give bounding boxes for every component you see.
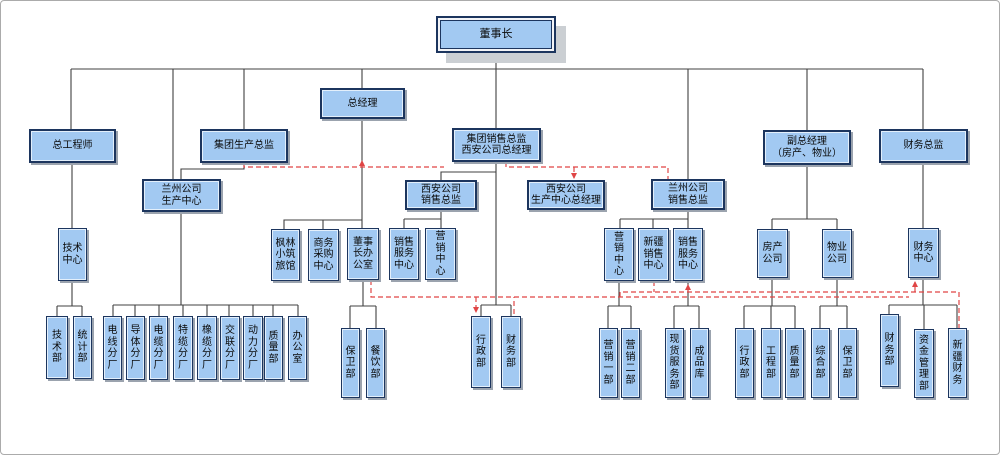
org-box-chief-engineer: 总工程师 [29, 129, 116, 163]
red-arrowhead-up [912, 281, 918, 287]
org-box-cable-branch: 电 缆 分 厂 [149, 316, 168, 380]
org-box-xinjiang-sales-center: 新疆 销售 中心 [638, 228, 669, 281]
org-box-group-sales-director: 集团销售总监 西安公司总经理 [452, 128, 541, 162]
org-box-office-lanzhou: 办 公 室 [288, 316, 307, 380]
org-box-lanzhou-sales-director: 兰州公司 销售总监 [651, 179, 725, 210]
org-box-general-manager: 总经理 [320, 88, 405, 119]
org-box-marketing-dept-2: 营 销 二 部 [621, 328, 640, 398]
org-box-special-cable-branch: 特 缆 分 厂 [173, 316, 193, 380]
org-box-property-company: 物业 公司 [822, 229, 852, 278]
org-box-sales-service-center-lanzhou: 销售 服务 中心 [673, 228, 703, 281]
org-box-marketing-dept-1: 营 销 一 部 [599, 328, 618, 398]
dashed-connector [505, 162, 669, 179]
org-box-power-branch: 动 力 分 厂 [243, 316, 263, 380]
org-box-quality-dept-realestate: 质 量 部 [785, 328, 804, 398]
org-box-marketing-center-xian: 营 销 中 心 [425, 228, 456, 280]
org-box-rubber-cable-branch: 橡 缆 分 厂 [197, 316, 217, 380]
org-box-quality-dept-lanzhou: 质 量 部 [264, 316, 283, 380]
org-box-general-affairs-dept: 综 合 部 [811, 328, 830, 398]
org-box-finished-goods-warehouse: 成 品 库 [690, 328, 709, 398]
org-box-lanzhou-production-center: 兰州公司 生产中心 [142, 179, 221, 212]
org-box-finance-dept-center: 财 务 部 [880, 314, 899, 387]
org-box-chairman-office: 董事 长办 公室 [347, 228, 379, 280]
org-box-fenglin-xiaozhu-inn: 枫林 小筑 旅馆 [271, 229, 300, 281]
org-box-marketing-center-lanzhou: 营 销 中 心 [604, 228, 634, 281]
org-box-statistics-dept: 统 计 部 [73, 316, 92, 379]
org-box-engineering-dept: 工 程 部 [761, 328, 781, 398]
org-box-business-procurement-center: 商务 采购 中心 [308, 229, 339, 281]
org-box-tech-center: 技术 中心 [58, 228, 87, 281]
solid-connector [180, 163, 245, 179]
red-arrowhead-up [685, 284, 691, 290]
org-box-finance-director: 财务总监 [879, 129, 968, 163]
org-box-chairman: 董事长 [436, 16, 556, 53]
org-box-catering-dept: 餐 饮 部 [366, 328, 385, 398]
org-box-xlpe-branch: 交 联 分 厂 [220, 316, 240, 380]
dashed-connector [243, 163, 444, 168]
org-box-xian-sales-director: 西安公司 销售总监 [405, 180, 477, 210]
org-box-xian-production-center-gm: 西安公司 生产中心总经理 [527, 180, 605, 210]
org-box-wire-branch: 电 线 分 厂 [103, 316, 122, 380]
org-box-security-dept-property: 保 卫 部 [838, 328, 857, 398]
org-box-group-production-director: 集团生产总监 [200, 129, 288, 163]
org-box-security-dept-hq: 保 卫 部 [341, 328, 360, 398]
red-arrowhead-down [571, 173, 577, 179]
org-box-sales-service-center-xian: 销售 服务 中心 [389, 228, 419, 280]
org-box-admin-dept-realestate: 行 政 部 [735, 328, 754, 398]
org-box-tech-dept: 技 术 部 [46, 316, 68, 379]
org-box-deputy-gm-property: 副总经理 （房产、物业） [763, 130, 851, 165]
dashed-connector [619, 291, 960, 328]
org-box-conductor-branch: 导 体 分 厂 [126, 316, 145, 380]
org-box-capital-management-dept: 资 金 管 理 部 [914, 329, 934, 398]
org-box-finance-dept-xian: 财 务 部 [501, 316, 521, 388]
solid-connector [440, 171, 496, 180]
org-box-finance-center: 财务 中心 [908, 228, 939, 278]
dashed-connector [370, 280, 909, 298]
red-arrowhead-up [359, 160, 365, 166]
org-box-real-estate-company: 房产 公司 [757, 229, 788, 278]
org-box-spot-goods-service-dept: 现 货 服 务 部 [665, 328, 684, 398]
org-box-admin-dept-xian: 行 政 部 [471, 316, 491, 388]
org-box-xinjiang-finance: 新 疆 财 务 [948, 328, 967, 398]
red-arrowhead-down [473, 307, 479, 313]
